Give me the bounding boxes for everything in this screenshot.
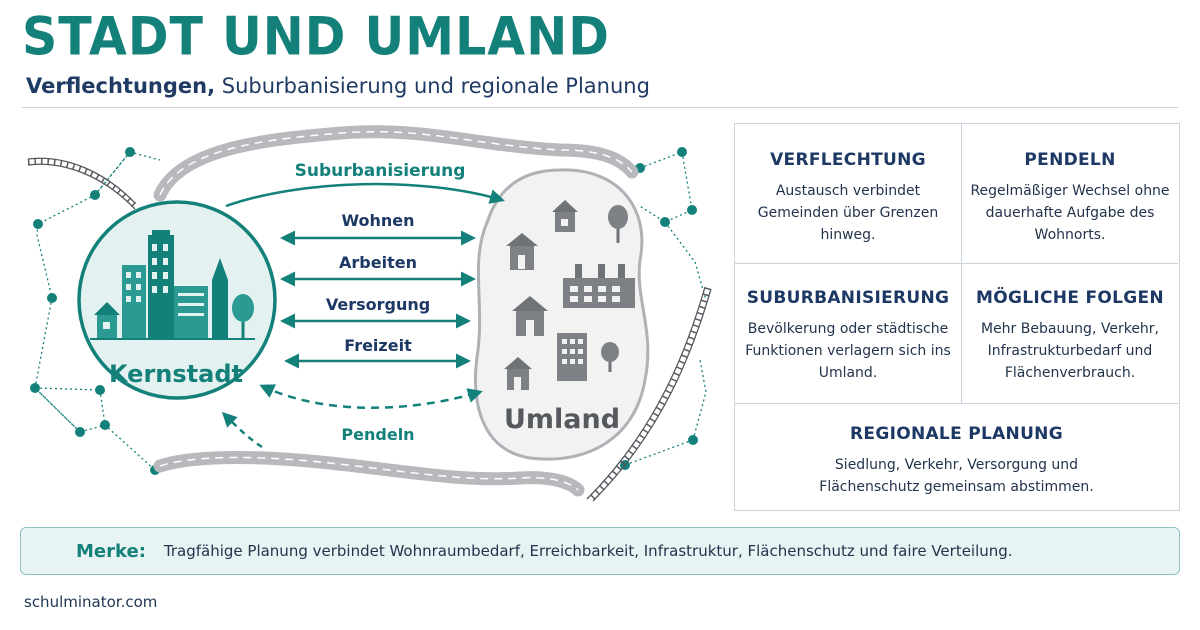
card-title: SUBURBANISIERUNG — [746, 288, 950, 308]
umland-house-2 — [506, 233, 538, 270]
kernstadt-skyline — [90, 230, 255, 340]
card-title: PENDELN — [1024, 150, 1116, 170]
suburbanisierung-arrow — [225, 182, 505, 208]
card-moegliche-folgen: MÖGLICHE FOLGEN Mehr Bebauung, Verkehr, … — [962, 264, 1178, 404]
arbeiten-label: Arbeiten — [339, 253, 417, 272]
merke-label: Merke: — [76, 540, 146, 562]
umland-house-3 — [512, 296, 548, 336]
header-divider — [22, 107, 1178, 108]
pendeln-arrow-upper — [259, 384, 483, 409]
umland-apartment — [557, 333, 587, 381]
road-bottom — [153, 451, 585, 497]
railway-left — [27, 157, 138, 210]
footer-source: schulminator.com — [24, 593, 158, 611]
umland-house-1 — [552, 200, 578, 232]
card-text: Mehr Bebauung, Verkehr, Infrastrukturbed… — [980, 321, 1160, 381]
card-text: Siedlung, Verkehr, Versorgung und Fläche… — [819, 457, 1094, 495]
wohnen-label: Wohnen — [341, 211, 414, 230]
card-regionale-planung: REGIONALE PLANUNG Siedlung, Verkehr, Ver… — [735, 404, 1178, 509]
page-title: STADT UND UMLAND — [22, 6, 610, 68]
kernstadt-label: Kernstadt — [109, 360, 243, 388]
versorgung-label: Versorgung — [326, 295, 430, 314]
subtitle-bold: Verflechtungen, — [26, 74, 216, 98]
suburbanisierung-label: Suburbanisierung — [295, 161, 466, 181]
card-text: Regelmäßiger Wechsel ohne dauerhafte Auf… — [970, 183, 1170, 243]
card-pendeln: PENDELN Regelmäßiger Wechsel ohne dauerh… — [962, 124, 1178, 264]
subtitle-rest: Suburbanisierung und regionale Planung — [215, 74, 650, 98]
road-top — [153, 125, 639, 202]
card-text: Austausch verbindet Gemeinden über Grenz… — [757, 183, 939, 243]
card-text: Bevölkerung oder städtische Funktionen v… — [745, 321, 951, 381]
card-title: REGIONALE PLANUNG — [850, 424, 1063, 444]
card-title: MÖGLICHE FOLGEN — [976, 288, 1164, 308]
umland-tree-1 — [608, 205, 628, 243]
railway-right — [586, 286, 712, 503]
freizeit-label: Freizeit — [344, 336, 412, 355]
umland-house-4 — [504, 357, 532, 390]
card-title: VERFLECHTUNG — [770, 150, 926, 170]
card-suburbanisierung: SUBURBANISIERUNG Bevölkerung oder städti… — [735, 264, 962, 404]
pendeln-label: Pendeln — [341, 425, 414, 444]
merke-text: Tragfähige Planung verbindet Wohnraumbed… — [163, 542, 1013, 560]
pendeln-arrow-lower — [221, 411, 263, 449]
umland-tree-2 — [601, 342, 619, 372]
concept-grid: VERFLECHTUNG Austausch verbindet Gemeind… — [734, 123, 1180, 511]
umland-label: Umland — [504, 404, 620, 435]
city-region-diagram: Umland Kernstadt Suburbanisierung Wohnen… — [27, 125, 712, 503]
umland-factory — [563, 264, 635, 308]
page-subtitle: Verflechtungen, Suburbanisierung und reg… — [26, 74, 650, 98]
merke-box: Merke: Tragfähige Planung verbindet Wohn… — [20, 527, 1180, 575]
card-verflechtung: VERFLECHTUNG Austausch verbindet Gemeind… — [735, 124, 962, 264]
